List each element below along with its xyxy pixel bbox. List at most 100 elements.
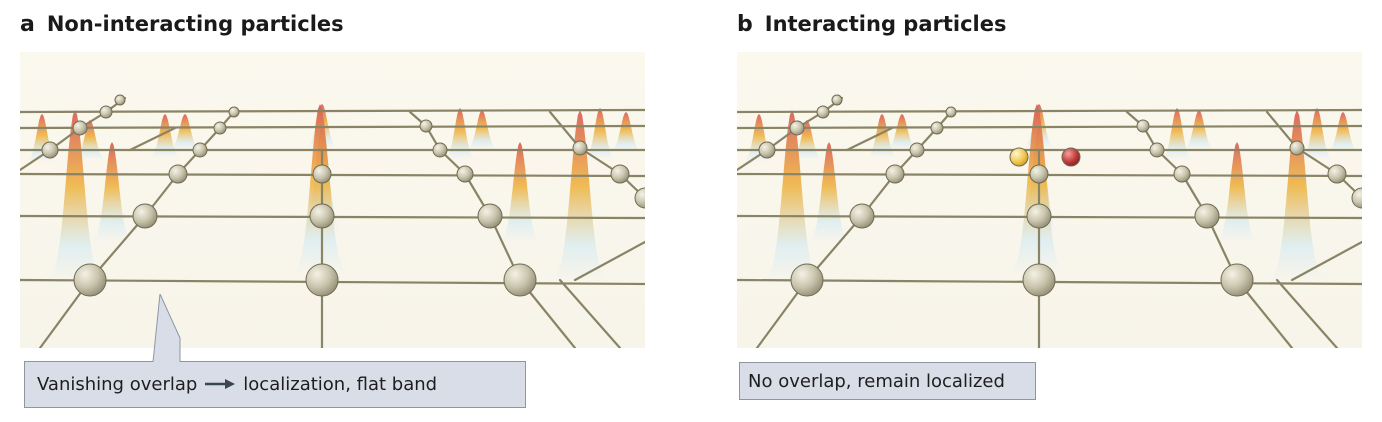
front-peak [1257, 110, 1337, 280]
mid-peak [1207, 142, 1267, 242]
lattice-node [456, 165, 474, 183]
lattice-node [634, 187, 645, 209]
lattice-rod [128, 126, 177, 152]
callout-b-text: No overlap, remain localized [748, 370, 1005, 392]
lattice-node [312, 164, 332, 184]
back-peak [20, 114, 66, 162]
arrow-right-icon [205, 374, 236, 395]
lattice-node [503, 263, 537, 297]
lattice-rod [737, 108, 1362, 114]
callout-b: No overlap, remain localized [739, 362, 1036, 400]
panel-b-title: Interacting particles [764, 12, 1007, 36]
lattice-illustration-b [737, 52, 1362, 348]
lattice-node [1022, 263, 1056, 297]
lattice-node [41, 141, 59, 159]
lattice-node [305, 263, 339, 297]
mid-peak [799, 142, 859, 242]
lattice-rod [20, 124, 645, 130]
panel-a-title: Non-interacting particles [46, 12, 344, 36]
lattice-node [1289, 140, 1305, 156]
lattice-node [114, 94, 126, 106]
lattice-node [1026, 203, 1052, 229]
lattice-nodes [758, 94, 1362, 297]
lattice-node [99, 105, 113, 119]
lattice-node [849, 203, 875, 229]
back-peak [1293, 108, 1341, 160]
callout-a-text-after: localization, flat band [243, 374, 438, 395]
lattice-node [789, 120, 805, 136]
lattice-node [1173, 165, 1191, 183]
back-peak [436, 108, 484, 160]
callout-a: Vanishing overlap localization, flat ban… [24, 361, 526, 408]
back-peak [858, 114, 906, 158]
front-peak [752, 110, 832, 280]
lattice-rod [20, 172, 645, 178]
back-peak [783, 120, 831, 160]
lattice-node [132, 203, 158, 229]
yellow-particle [1009, 147, 1029, 167]
lattice-node [213, 121, 227, 135]
lattice-rod [548, 110, 582, 150]
back-peak [602, 112, 645, 152]
lattice-node [73, 263, 107, 297]
lattice-node [1220, 263, 1254, 297]
lattice-node [885, 164, 905, 184]
panel-b-heading: b Interacting particles [737, 12, 1007, 37]
lattice-rod [20, 108, 645, 114]
lattice-rod [1265, 110, 1299, 150]
front-peak [35, 110, 115, 280]
lattice-node [72, 120, 88, 136]
back-peak [878, 114, 926, 150]
lattice-node [831, 94, 843, 106]
lattice-node [1029, 164, 1049, 184]
lattice-illustration-a [20, 52, 645, 348]
lattice-rod [1275, 278, 1339, 348]
lattice-node [228, 106, 240, 118]
lattice-node [1136, 119, 1150, 133]
lattice-rod [558, 278, 622, 348]
lattice-rod [845, 126, 894, 152]
mid-peak [490, 142, 550, 242]
lattice-node [758, 141, 776, 159]
lattice-rod [737, 124, 1362, 130]
back-peak [1175, 110, 1223, 150]
panel-a-heading: a Non-interacting particles [20, 12, 344, 37]
lattice-node [168, 164, 188, 184]
lattice-rod [573, 240, 645, 282]
lattice-rods [20, 96, 645, 348]
back-peak [66, 120, 114, 160]
lattice-node [477, 203, 503, 229]
lattice-node [1351, 187, 1362, 209]
lattice-node [572, 140, 588, 156]
mid-peak [82, 142, 142, 242]
callout-pointer-icon [152, 294, 181, 363]
lattice-node [432, 142, 448, 158]
lattice-rod [737, 172, 1362, 178]
lattice-node [945, 106, 957, 118]
callout-a-text-before: Vanishing overlap [37, 374, 198, 395]
back-peak [141, 114, 189, 158]
back-peak [458, 110, 506, 150]
red-particle [1061, 147, 1081, 167]
lattice-node [309, 203, 335, 229]
lattice-nodes [41, 94, 645, 297]
lattice-node [930, 121, 944, 135]
lattice-node [816, 105, 830, 119]
lattice-node [610, 164, 630, 184]
back-peak [161, 114, 209, 150]
lattice-node [1149, 142, 1165, 158]
back-peak [1153, 108, 1201, 160]
lattice-node [1194, 203, 1220, 229]
lattice-node [192, 142, 208, 158]
lattice-node [790, 263, 824, 297]
back-peak [576, 108, 624, 160]
front-peak [280, 104, 360, 274]
lattice-node [419, 119, 433, 133]
front-peak [540, 110, 620, 280]
back-peak [1319, 112, 1362, 152]
back-peak [737, 114, 783, 162]
lattice-node [909, 142, 925, 158]
lattice-node [1327, 164, 1347, 184]
panel-b-letter: b [737, 12, 753, 37]
panel-a-letter: a [20, 12, 35, 37]
